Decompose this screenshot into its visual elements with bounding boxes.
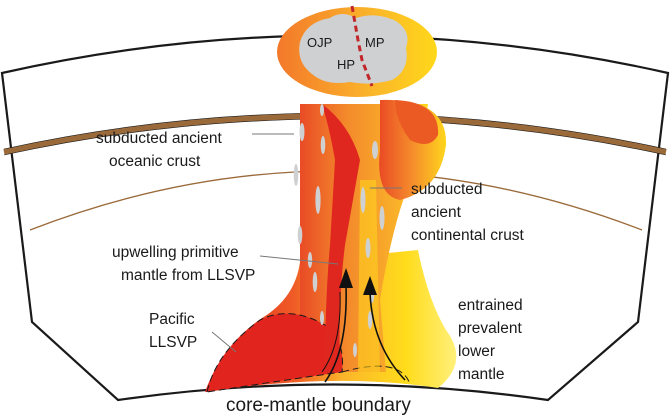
crust-lens xyxy=(312,272,318,292)
crust-lens xyxy=(320,136,326,154)
label-upwelling-1: upwelling primitive xyxy=(112,244,239,261)
crust-lens xyxy=(320,311,324,325)
label-llsvp-1: Pacific xyxy=(149,311,195,328)
label-llsvp-2: LLSVP xyxy=(149,334,197,351)
crust-lens xyxy=(307,252,313,268)
label-ojp: OJP xyxy=(307,35,332,50)
label-hp: HP xyxy=(337,57,355,72)
label-continental-3: continental crust xyxy=(411,227,525,244)
label-continental-1: subducted xyxy=(411,181,483,198)
crust-lens xyxy=(372,141,378,159)
label-upwelling-2: mantle from LLSVP xyxy=(121,267,255,284)
crust-lens xyxy=(379,206,385,230)
crust-lenses xyxy=(293,104,385,357)
crust-lens xyxy=(320,104,324,116)
crust-lens xyxy=(367,311,373,329)
leader-upwelling xyxy=(259,255,339,265)
arrow-left xyxy=(324,285,347,383)
plateau-blob xyxy=(299,14,408,84)
label-mp: MP xyxy=(365,35,385,50)
crust-lens xyxy=(297,226,303,244)
label-core-mantle-boundary: core-mantle boundary xyxy=(226,395,411,416)
red-conduit xyxy=(322,104,360,372)
label-entrained-2: prevalent xyxy=(458,320,522,337)
crust-lens xyxy=(299,123,305,141)
crust-lens xyxy=(365,238,371,258)
label-entrained-4: mantle xyxy=(458,366,505,383)
label-entrained-3: lower xyxy=(458,343,495,360)
crust-lens xyxy=(353,343,357,357)
crust-lens xyxy=(315,186,321,214)
plate-boundary-dashes xyxy=(350,5,374,87)
arrow-head-left xyxy=(339,268,353,288)
leader-llsvp xyxy=(211,331,237,353)
arrow-right xyxy=(369,291,406,381)
arrow-head-right xyxy=(363,276,377,295)
crust-lens xyxy=(293,164,299,186)
label-continental-2: ancient xyxy=(411,204,462,221)
crust-lens xyxy=(360,187,366,213)
flow-arrows xyxy=(321,285,406,383)
label-entrained-1: entrained xyxy=(458,297,523,314)
label-oceanic-crust-1: subducted ancient xyxy=(96,130,223,147)
label-oceanic-crust-2: oceanic crust xyxy=(109,153,201,170)
